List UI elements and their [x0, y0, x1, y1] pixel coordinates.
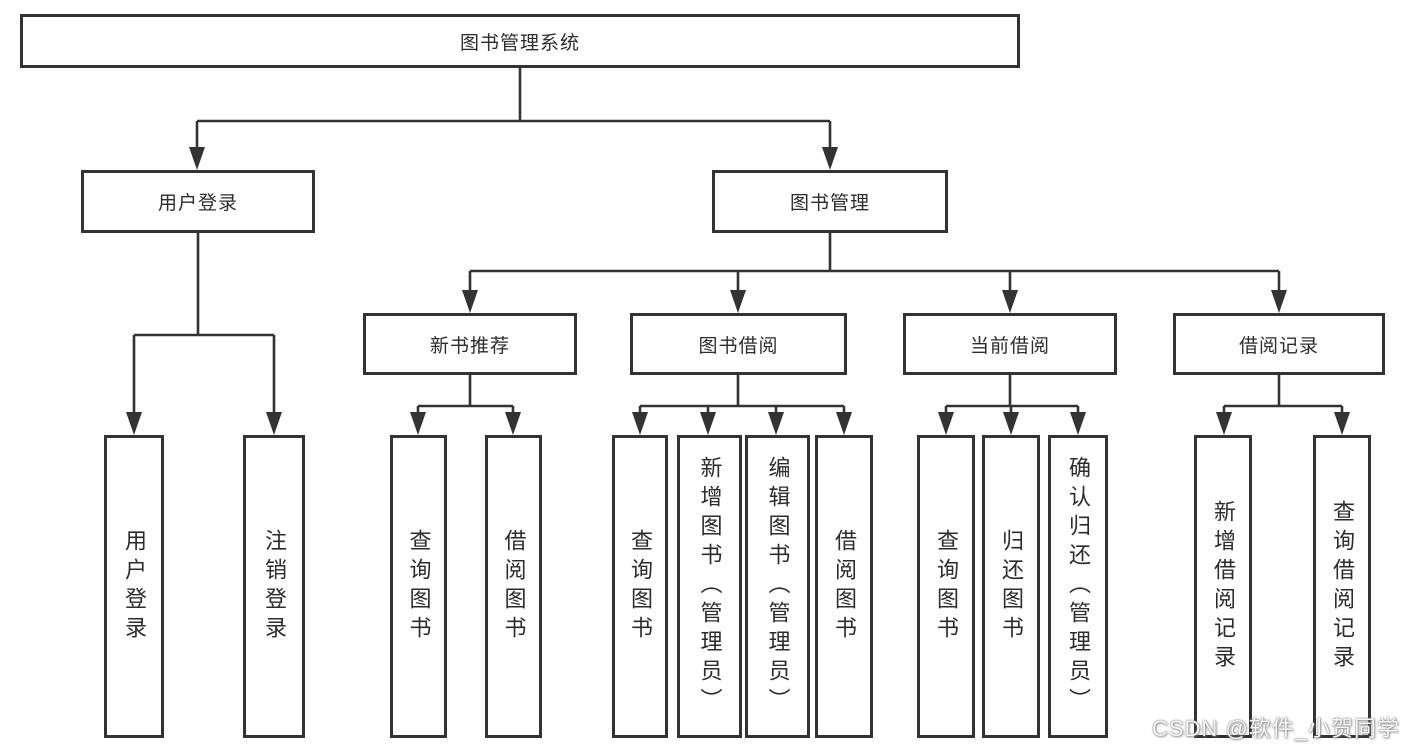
leaf-record-query-label: 查询借阅记录 [1330, 499, 1355, 674]
leaf-current-query-label: 查询图书 [934, 528, 959, 645]
leaf-newbook-query-label: 查询图书 [406, 528, 432, 645]
arrowhead-down-icon [1002, 290, 1018, 313]
leaf-current-return: 归还图书 [982, 435, 1040, 738]
connector-currentborrow-to-leaves [946, 375, 1078, 408]
connector-root-to-level1 [197, 68, 830, 123]
leaf-borrow-edit-admin-label: 编辑图书（管理员） [765, 456, 791, 717]
arrowhead-down-icon [1070, 412, 1086, 435]
leaf-newbook-borrow: 借阅图书 [485, 435, 542, 738]
node-borrow-record: 借阅记录 [1173, 313, 1385, 375]
leaf-logout-label: 注销登录 [262, 528, 287, 645]
node-new-book-recommend: 新书推荐 [363, 313, 577, 375]
leaf-current-confirm-admin: 确认归还（管理员） [1048, 435, 1108, 738]
arrowhead-down-icon [1216, 412, 1232, 435]
node-user-login: 用户登录 [81, 170, 315, 233]
leaf-borrow-query: 查询图书 [612, 435, 668, 738]
arrowhead-down-icon [189, 147, 205, 170]
arrowhead-down-icon [266, 412, 282, 435]
node-book-management: 图书管理 [712, 170, 948, 233]
node-current-borrow: 当前借阅 [903, 313, 1117, 375]
leaf-borrow-edit-admin: 编辑图书（管理员） [745, 435, 810, 738]
leaf-record-add-label: 新增借阅记录 [1211, 499, 1236, 674]
arrowhead-down-icon [1334, 412, 1350, 435]
leaf-borrow-add-admin-label: 新增图书（管理员） [697, 456, 723, 717]
leaf-current-query: 查询图书 [917, 435, 975, 738]
arrowhead-down-icon [700, 412, 716, 435]
leaf-user-login-label: 用户登录 [122, 528, 147, 645]
node-root-system: 图书管理系统 [20, 14, 1020, 68]
connector-bookmgmt-to-level2 [470, 233, 1279, 273]
arrowhead-down-icon [822, 147, 838, 170]
leaf-current-confirm-admin-label: 确认归还（管理员） [1066, 456, 1091, 717]
leaf-logout: 注销登录 [243, 435, 305, 738]
arrowhead-down-icon [410, 412, 426, 435]
arrowhead-down-icon [126, 412, 142, 435]
leaf-borrow-add-admin: 新增图书（管理员） [677, 435, 742, 738]
arrowhead-down-icon [462, 290, 478, 313]
leaf-current-return-label: 归还图书 [999, 528, 1024, 645]
leaf-user-login: 用户登录 [104, 435, 164, 738]
connector-arrows [126, 121, 1350, 435]
arrowhead-down-icon [730, 290, 746, 313]
arrowhead-down-icon [505, 412, 521, 435]
arrowhead-down-icon [1271, 290, 1287, 313]
leaf-borrow-book: 借阅图书 [815, 435, 873, 738]
arrowhead-down-icon [836, 412, 852, 435]
connector-borrowrecord-to-leaves [1224, 375, 1342, 408]
leaf-record-add: 新增借阅记录 [1194, 435, 1252, 738]
arrowhead-down-icon [1003, 412, 1019, 435]
leaf-borrow-query-label: 查询图书 [628, 528, 653, 645]
leaf-newbook-borrow-label: 借阅图书 [501, 528, 527, 645]
arrowhead-down-icon [938, 412, 954, 435]
connector-bookborrow-to-leaves [640, 375, 844, 408]
arrowhead-down-icon [632, 412, 648, 435]
leaf-newbook-query: 查询图书 [390, 435, 447, 738]
connector-newbook-to-leaves [418, 375, 513, 408]
leaf-record-query: 查询借阅记录 [1313, 435, 1371, 738]
node-book-borrow: 图书借阅 [630, 313, 847, 375]
connector-userlogin-to-leaves [134, 233, 274, 337]
leaf-borrow-book-label: 借阅图书 [832, 528, 857, 645]
arrowhead-down-icon [768, 412, 784, 435]
